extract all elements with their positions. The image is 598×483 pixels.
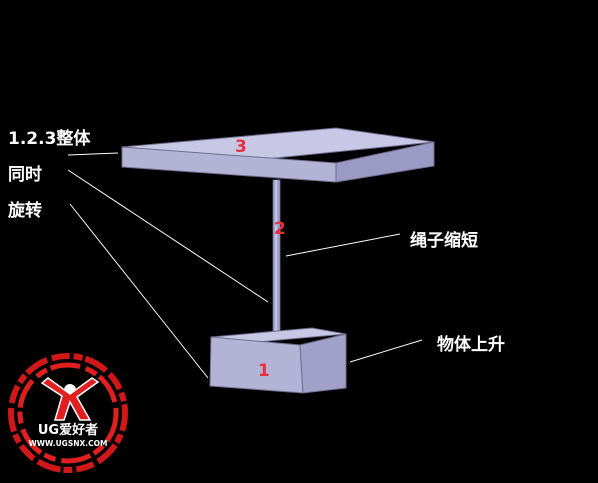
callout-group-line1: 1.2.3整体 [8, 129, 91, 149]
plate-right-face [335, 141, 435, 183]
rope-rod-highlight [275, 180, 277, 334]
box-part: 1 [209, 327, 347, 394]
box-front-face [209, 336, 304, 394]
leader-lines [67, 152, 423, 379]
box-number: 1 [258, 361, 270, 381]
leader-object-callout [349, 339, 423, 363]
callout-group-line2: 同时 [8, 165, 42, 185]
leader-rope-from-group [67, 169, 269, 303]
plate-part: 3 [121, 127, 435, 183]
leader-rope-callout [285, 233, 401, 257]
logo-brand: UG爱好者 [38, 422, 98, 438]
logo-url: WWW.UGSNX.COM [29, 439, 108, 448]
leader-plate [67, 152, 119, 156]
box-right-face [299, 333, 347, 394]
logo-ring-inner [17, 362, 119, 464]
ug-logo: UG爱好者 WWW.UGSNX.COM [8, 353, 128, 473]
callout-group-line3: 旋转 [8, 201, 42, 221]
rope-part: 2 [272, 179, 286, 335]
leader-box-from-group [69, 203, 209, 379]
logo-ring-outer [8, 353, 128, 473]
plate-number: 3 [235, 137, 247, 157]
rope-number: 2 [274, 219, 286, 239]
callout-object: 物体上升 [437, 335, 505, 355]
callout-rope: 绳子缩短 [410, 231, 478, 251]
logo-person-icon [40, 377, 100, 421]
